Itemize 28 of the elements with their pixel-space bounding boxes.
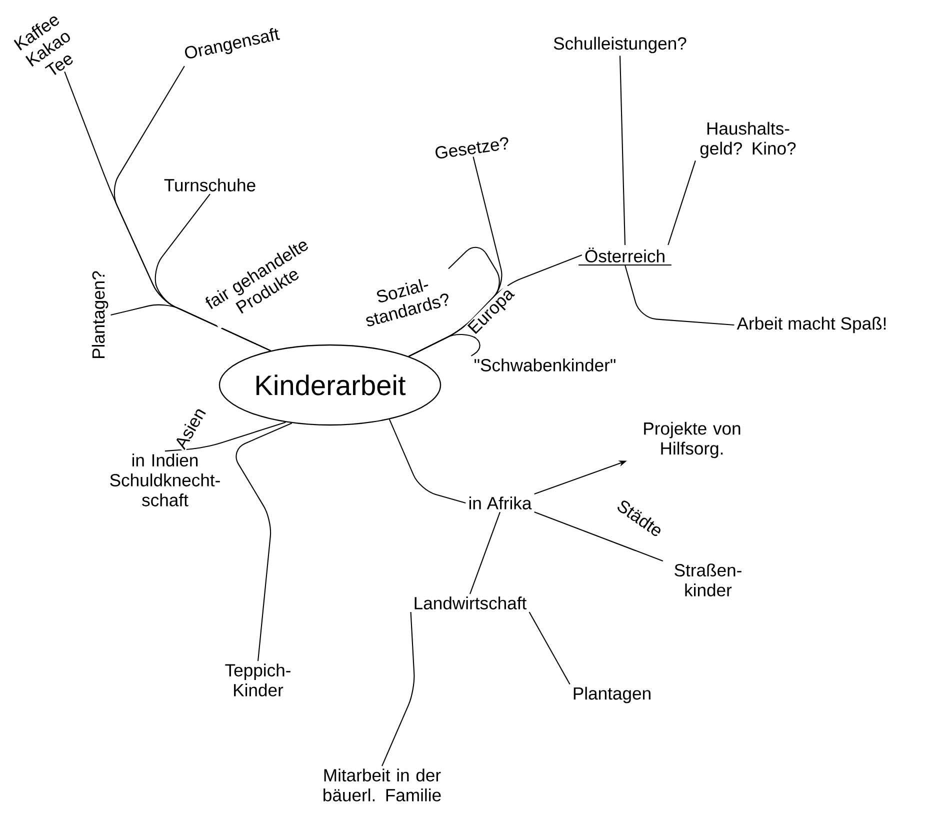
underlined-branch-text: Österreich (578, 248, 672, 266)
branch-text: Mitarbeit in der bäuerl. Familie (324, 768, 441, 802)
branch-text: Plantagen (574, 686, 650, 704)
branch-text: Turnschuhe (164, 178, 256, 192)
branch-text: Straßen- kinder (674, 564, 742, 596)
branch-text: Haushalts- geld? Kino? (700, 122, 796, 158)
branch-text: Gesetze? (436, 137, 508, 158)
branch-text: in Indien Schuldknecht- schaft (110, 454, 220, 506)
branch-text: Landwirtschaft (414, 596, 527, 610)
branch-text: Schulleistungen? (554, 36, 686, 54)
branch-line (236, 422, 292, 662)
branch-line (534, 512, 664, 562)
branch-line (528, 612, 570, 684)
branch-line (382, 612, 415, 766)
branch-line (164, 422, 286, 452)
branch-text: "Schwabenkinder" (474, 358, 616, 372)
branch-line (619, 56, 626, 245)
branch-line (624, 264, 734, 326)
branch-text: Plantagen? (92, 271, 108, 358)
branch-text: in Afrika (469, 496, 532, 510)
branch-line (110, 304, 271, 352)
branch-line (388, 419, 466, 504)
branch-text: Arbeit macht Spaß! (736, 316, 886, 334)
branch-line (408, 334, 480, 357)
branch-line (668, 160, 696, 246)
branch-text: Teppich- Kinder (225, 664, 290, 696)
branch-line (470, 512, 500, 594)
branch-text: Projekte von Hilfsorg. (644, 422, 740, 458)
